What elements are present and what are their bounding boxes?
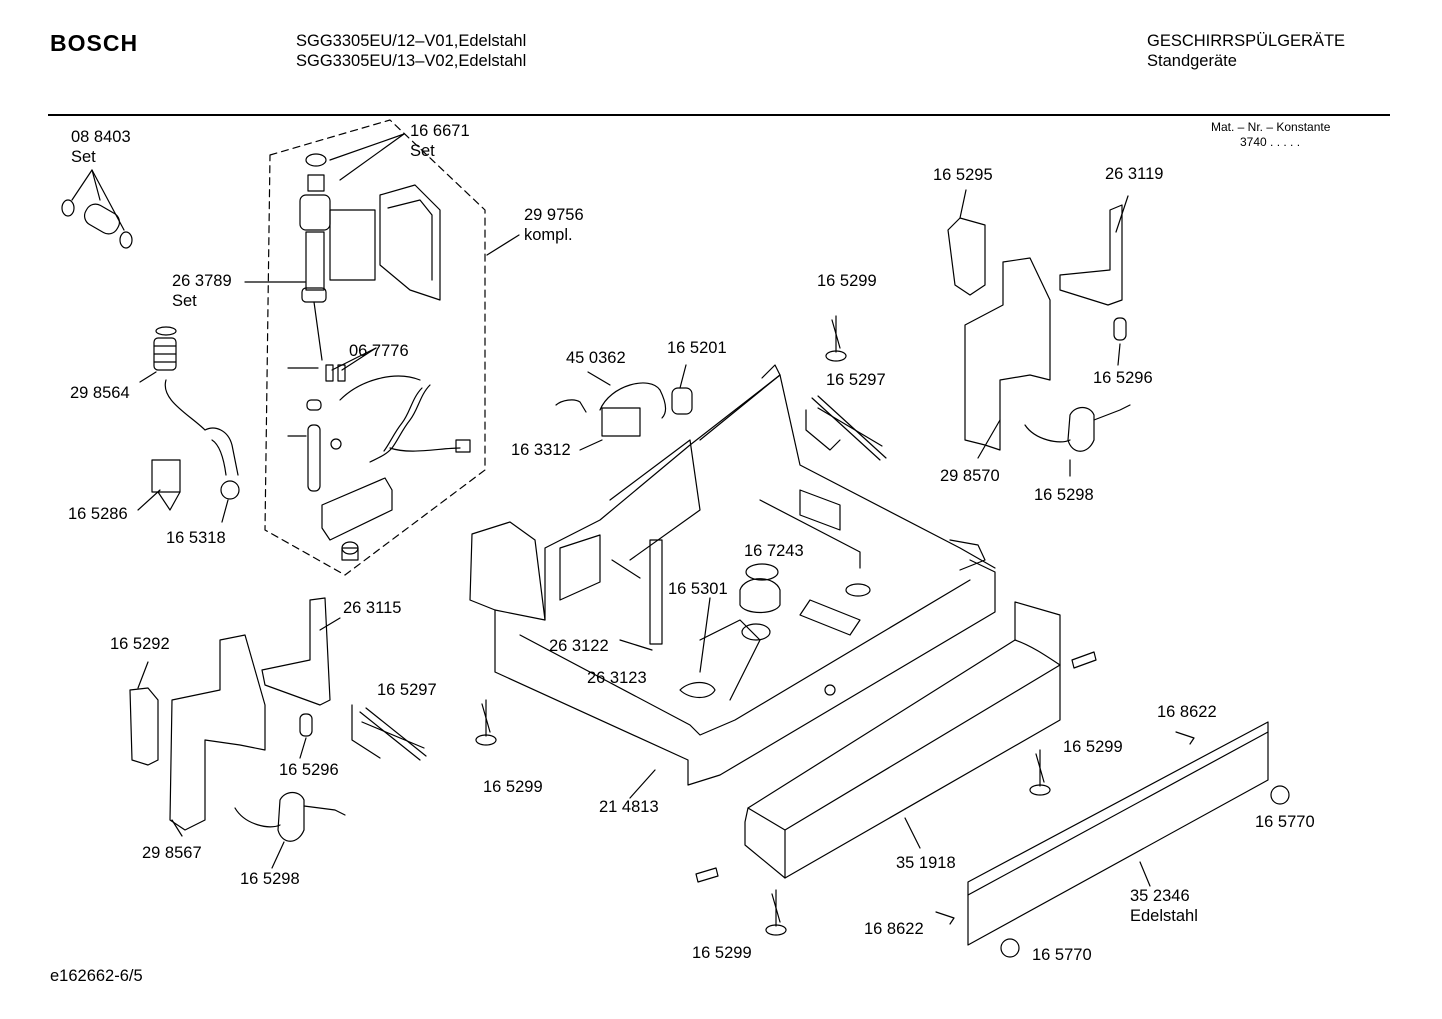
part-label: 29 8570 — [940, 467, 1000, 485]
part-label: 26 3122 — [549, 637, 609, 655]
part-label: 16 5286 — [68, 505, 128, 523]
model-line-1: SGG3305EU/12–V01,Edelstahl — [296, 32, 527, 50]
bellows-part — [139, 326, 206, 431]
mat-nr-value: 3740 . . . . . — [1240, 135, 1301, 149]
part-label: 16 5298 — [240, 870, 300, 888]
part-label: 26 3115 — [343, 599, 402, 617]
part-label: 45 0362 — [566, 349, 626, 367]
part-label: 29 8567 — [142, 844, 202, 862]
part-label: 16 7243 — [744, 542, 804, 560]
header-divider — [48, 114, 1390, 116]
part-label: 16 5299 — [1063, 738, 1123, 756]
part-label: 16 5297 — [826, 371, 886, 389]
tube-and-plate-part — [287, 399, 393, 561]
model-line-2: SGG3305EU/13–V02,Edelstahl — [296, 52, 527, 70]
base-tub-part — [469, 364, 996, 799]
part-label: 16 5296 — [1093, 369, 1153, 387]
part-label: 06 7776 — [349, 342, 409, 360]
hinge-bracket-left — [129, 597, 346, 869]
stainless-cover-part — [967, 721, 1290, 958]
mat-nr-label: Mat. – Nr. – Konstante — [1211, 120, 1331, 134]
hinge-bracket-right — [947, 189, 1131, 477]
part-label: 16 8622 — [864, 920, 924, 938]
brand-logo: BOSCH — [50, 30, 139, 56]
part-label: 16 5301 — [668, 580, 728, 598]
part-label: 16 5201 — [667, 339, 727, 357]
hose-clamp-set-part — [61, 169, 133, 249]
part-label: 16 5295 — [933, 166, 993, 184]
part-label: 21 4813 — [599, 798, 659, 816]
cable-harness-part — [555, 364, 693, 451]
part-label: 16 3312 — [511, 441, 571, 459]
spring-part-left — [351, 704, 427, 761]
part-label: 16 5292 — [110, 635, 170, 653]
spring-part-right — [805, 395, 887, 461]
part-label: 29 8564 — [70, 384, 130, 402]
assembly-outline — [264, 119, 486, 576]
part-label: 26 3119 — [1105, 165, 1164, 183]
part-label: 16 5299 — [483, 778, 543, 796]
part-label: 16 8622 — [1157, 703, 1217, 721]
inlet-valve-assembly-part — [287, 153, 441, 382]
part-label: 35 1918 — [896, 854, 956, 872]
category-title: GESCHIRRSPÜLGERÄTE — [1147, 32, 1346, 50]
document-id: e162662-6/5 — [50, 967, 143, 985]
plinth-panel-part — [744, 601, 1061, 879]
screw-parts — [475, 315, 1195, 936]
part-label: 16 5770 — [1032, 946, 1092, 964]
part-label: 16 5299 — [817, 272, 877, 290]
part-label: 16 5297 — [377, 681, 437, 699]
sump-seal-part — [619, 563, 871, 673]
part-label: 16 5770 — [1255, 813, 1315, 831]
part-label: 16 5299 — [692, 944, 752, 962]
part-label: 26 3123 — [587, 669, 647, 687]
hose-piece-part — [204, 427, 240, 523]
category-subtitle: Standgeräte — [1147, 52, 1237, 70]
part-label: 16 5318 — [166, 529, 226, 547]
part-label: 16 5296 — [279, 761, 339, 779]
clip-holder-part — [137, 459, 181, 511]
drain-hose-part — [330, 375, 471, 463]
part-label: 16 5298 — [1034, 486, 1094, 504]
